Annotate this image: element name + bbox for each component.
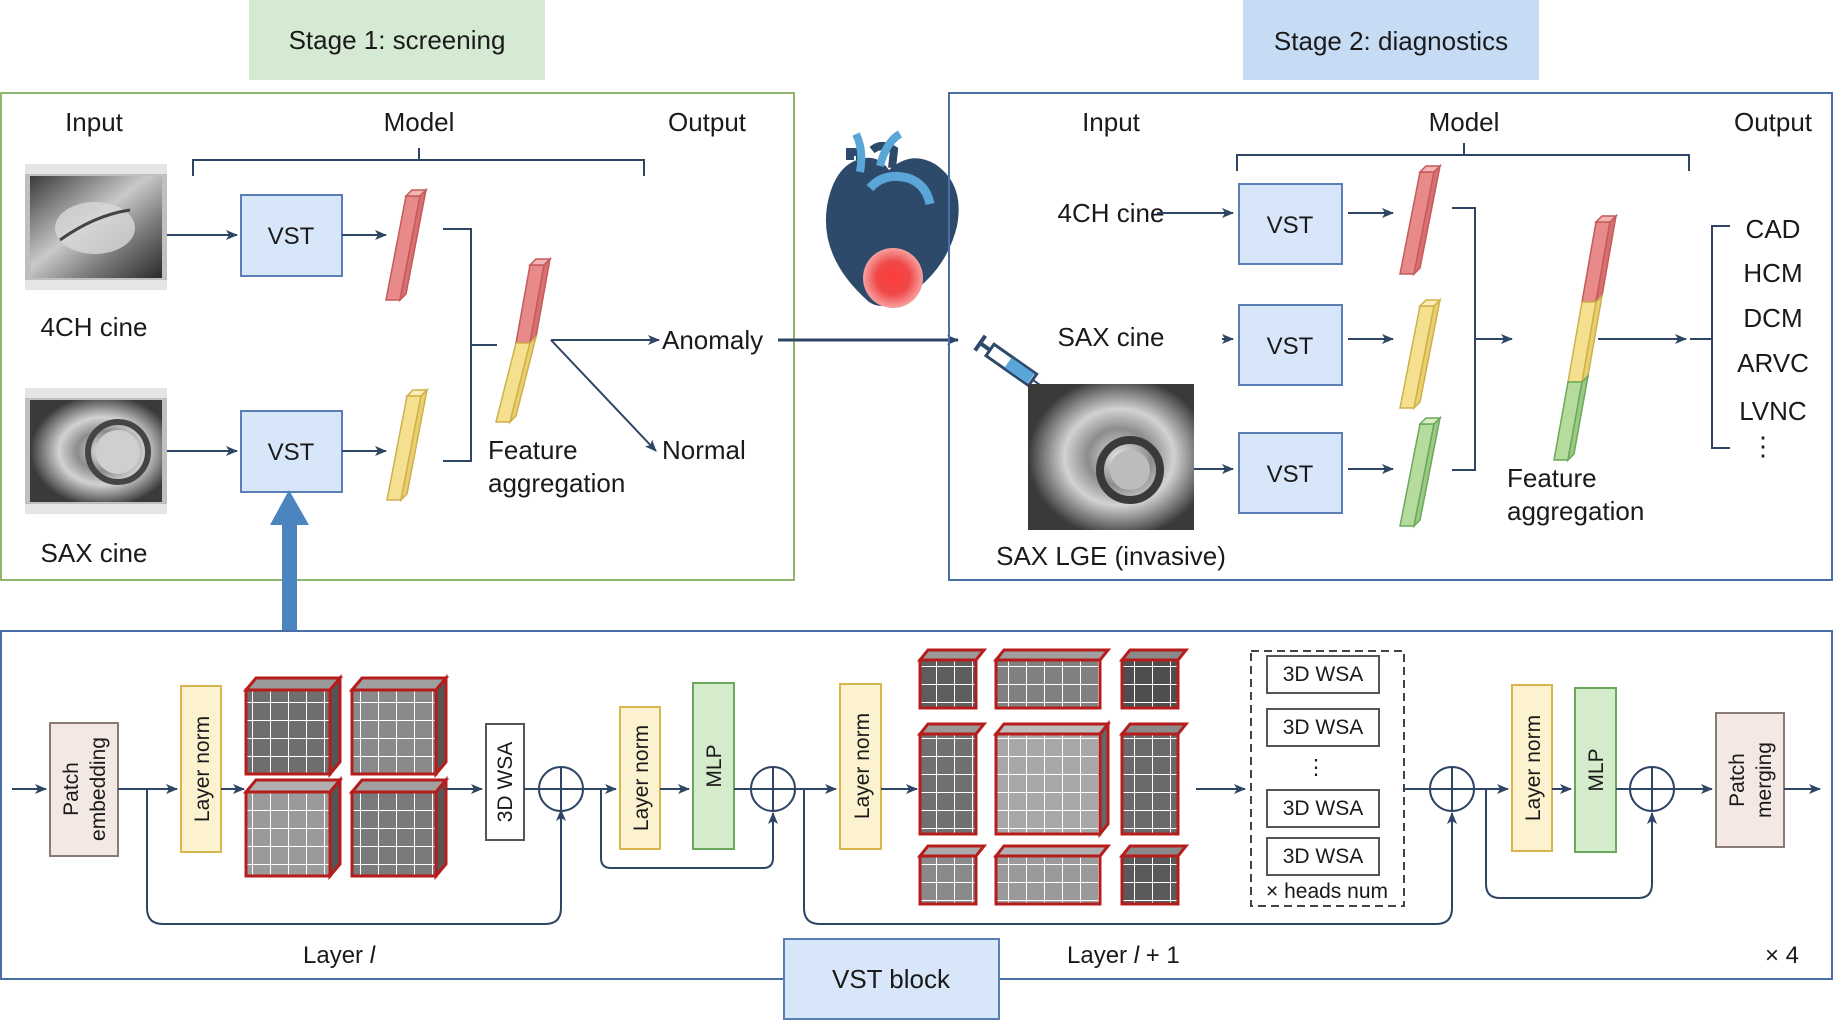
cine-4ch-image <box>25 164 167 290</box>
layer-norm-3 <box>839 683 882 850</box>
patch-merging-line1: Patch <box>1726 753 1749 807</box>
stage2-input-4ch: 4CH cine <box>1058 198 1165 228</box>
head-ellipsis: ⋮ <box>1306 756 1327 779</box>
wsa-box-layer-l-label: 3D WSA <box>494 742 517 823</box>
stage2-model-bracket <box>1236 143 1690 171</box>
head-wsa-1 <box>1266 655 1380 694</box>
stage2-feature-aggregation-line1: Feature <box>1507 463 1597 493</box>
head-wsa-3-label: 3D WSA <box>1283 797 1364 820</box>
stage1-vst-top-label: VST <box>268 223 315 250</box>
patch-merging-line2: merging <box>1753 742 1776 818</box>
stage2-title: Stage 2: diagnostics <box>1274 26 1508 56</box>
wsa-box-layer-l <box>485 723 525 841</box>
stage2-feature-aggregation-line2: aggregation <box>1507 496 1644 526</box>
stage2-output-label: Output <box>1734 107 1813 137</box>
diagnosis-arvc: ARVC <box>1737 348 1809 378</box>
head-wsa-2 <box>1266 708 1380 747</box>
patch-embedding-line2: embedding <box>87 737 110 841</box>
layer-norm-4-label: Layer norm <box>1522 715 1545 821</box>
residual-add-4 <box>1629 766 1675 812</box>
diagnosis-cad: CAD <box>1746 214 1801 244</box>
cine-sax-image <box>25 388 167 514</box>
stage1-output-label: Output <box>668 107 747 137</box>
head-wsa-3 <box>1266 789 1380 828</box>
syringe-icon <box>973 334 1058 398</box>
lge-image-stack <box>1028 384 1194 530</box>
stage2-panel: Stage 2: diagnostics Input Model Output … <box>948 0 1833 581</box>
diagnosis-hcm: HCM <box>1743 258 1802 288</box>
cine-4ch-label: 4CH cine <box>41 312 148 342</box>
mlp-2 <box>1574 687 1617 853</box>
stage1-aggregated-feature <box>495 256 552 425</box>
stage1-panel: Stage 1: screening Input Model Output 4C… <box>0 0 795 581</box>
stage2-feature-yellow <box>1399 297 1442 411</box>
layer-l1-label: Layer l + 1 <box>1067 942 1180 969</box>
layer-norm-3-label: Layer norm <box>851 713 874 819</box>
residual-add-1 <box>538 766 584 812</box>
heart-icon <box>825 130 959 308</box>
mlp-2-label: MLP <box>1585 748 1608 791</box>
stage2-model-label: Model <box>1429 107 1500 137</box>
diagnosis-more: ⋮ <box>1750 431 1776 461</box>
cine-sax-label: SAX cine <box>41 538 148 568</box>
layer-norm-2-label: Layer norm <box>630 725 653 831</box>
stage1-vst-bottom-label: VST <box>268 439 315 466</box>
mlp-1 <box>692 682 735 850</box>
stage2-input-sax: SAX cine <box>1058 322 1165 352</box>
head-wsa-4-label: 3D WSA <box>1283 845 1364 868</box>
head-wsa-4 <box>1266 837 1380 876</box>
stage2-border <box>948 92 1833 581</box>
windowed-volume-layer-l <box>242 673 450 881</box>
patch-embedding-line1: Patch <box>60 762 83 816</box>
head-wsa-1-label: 3D WSA <box>1283 663 1364 686</box>
layer-l-label: Layer l <box>303 942 376 969</box>
stage2-vst-3-label: VST <box>1267 461 1314 488</box>
stage2-input-lge: SAX LGE (invasive) <box>996 541 1226 571</box>
stage2-title-bg <box>1243 0 1539 80</box>
vst-block-title: VST block <box>832 964 951 994</box>
layer-norm-1 <box>180 685 222 853</box>
stage1-border <box>0 92 795 581</box>
stage2-feature-red <box>1399 163 1442 277</box>
residual-add-2 <box>750 766 796 812</box>
stage2-vst-1-label: VST <box>1267 212 1314 239</box>
layer-norm-2 <box>619 706 661 850</box>
stage1-input-label: Input <box>65 107 124 137</box>
stage1-model-label: Model <box>384 107 455 137</box>
stage1-title-bg <box>249 0 545 80</box>
repeat-count-label: × 4 <box>1765 942 1799 969</box>
vst-block-panel: Patch embedding Layer norm <box>0 630 1833 1020</box>
stage1-feature-aggregation-line1: Feature <box>488 435 578 465</box>
residual-add-3 <box>1429 766 1475 812</box>
layer-norm-4 <box>1511 684 1553 852</box>
shifted-windowed-volume-layer-l1 <box>916 648 1190 906</box>
stage1-output-normal: Normal <box>662 435 746 465</box>
patch-merging-box <box>1715 712 1785 848</box>
stage2-vst-box-1 <box>1238 183 1343 265</box>
stage1-feature-yellow <box>386 387 429 503</box>
mlp-1-label: MLP <box>703 744 726 787</box>
stage2-vst-2-label: VST <box>1267 333 1314 360</box>
layer-norm-1-label: Layer norm <box>191 716 214 822</box>
stage1-vst-box-bottom <box>240 410 343 493</box>
diagnosis-lvnc: LVNC <box>1739 396 1806 426</box>
stage1-model-bracket <box>192 148 645 176</box>
stage1-feature-red <box>385 187 428 303</box>
stage1-feature-aggregation-line2: aggregation <box>488 468 625 498</box>
stage2-feature-green <box>1399 415 1442 529</box>
stage2-vst-box-3 <box>1238 432 1343 514</box>
vst-block-title-box <box>783 938 1000 1020</box>
diagnosis-dcm: DCM <box>1743 303 1802 333</box>
vst-expansion-arrow <box>270 490 309 630</box>
stage1-title: Stage 1: screening <box>289 25 506 55</box>
stage2-vst-box-2 <box>1238 304 1343 386</box>
stage1-output-anomaly: Anomaly <box>662 325 763 355</box>
heads-dashed-box <box>1250 650 1405 907</box>
stage2-aggregated-feature <box>1553 213 1618 463</box>
stage2-input-label: Input <box>1082 107 1141 137</box>
heads-num-label: × heads num <box>1266 880 1388 903</box>
head-wsa-2-label: 3D WSA <box>1283 716 1364 739</box>
